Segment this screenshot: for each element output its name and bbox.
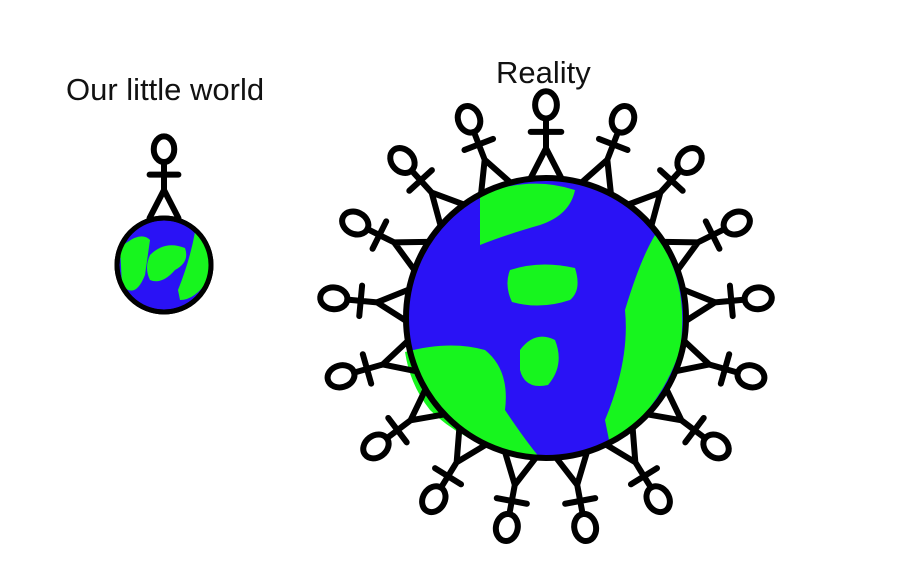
stick-figure — [680, 282, 775, 324]
reality-caption: Reality — [496, 55, 591, 90]
land-southwest — [405, 345, 540, 458]
stick-figure — [673, 338, 768, 391]
reality-people — [317, 88, 775, 544]
land-center — [507, 264, 578, 306]
small-world-caption: Our little world — [66, 72, 265, 107]
land-east — [605, 235, 683, 445]
stick-figure — [419, 425, 489, 516]
land-island — [520, 336, 559, 386]
stick-figure — [387, 145, 466, 228]
small-world-person — [146, 133, 182, 221]
stick-figure — [324, 338, 419, 391]
stick-figure — [661, 208, 753, 273]
small-land-right — [178, 232, 210, 300]
land-north — [480, 183, 575, 245]
stick-figure — [579, 103, 638, 196]
stick-figure — [626, 145, 705, 228]
stick-figure — [527, 88, 565, 181]
stick-figure — [339, 208, 431, 273]
stick-figure — [360, 387, 447, 462]
big-globe — [403, 175, 689, 461]
stick-figure — [146, 133, 182, 221]
stick-figure — [645, 387, 732, 462]
small-land-center — [147, 245, 187, 282]
stick-figure — [492, 449, 539, 544]
stick-figure — [317, 282, 412, 324]
stick-figure — [603, 425, 673, 516]
stick-figure — [553, 449, 600, 544]
small-land-left — [120, 236, 150, 291]
stick-figure — [454, 103, 513, 196]
small-globe — [114, 215, 214, 315]
